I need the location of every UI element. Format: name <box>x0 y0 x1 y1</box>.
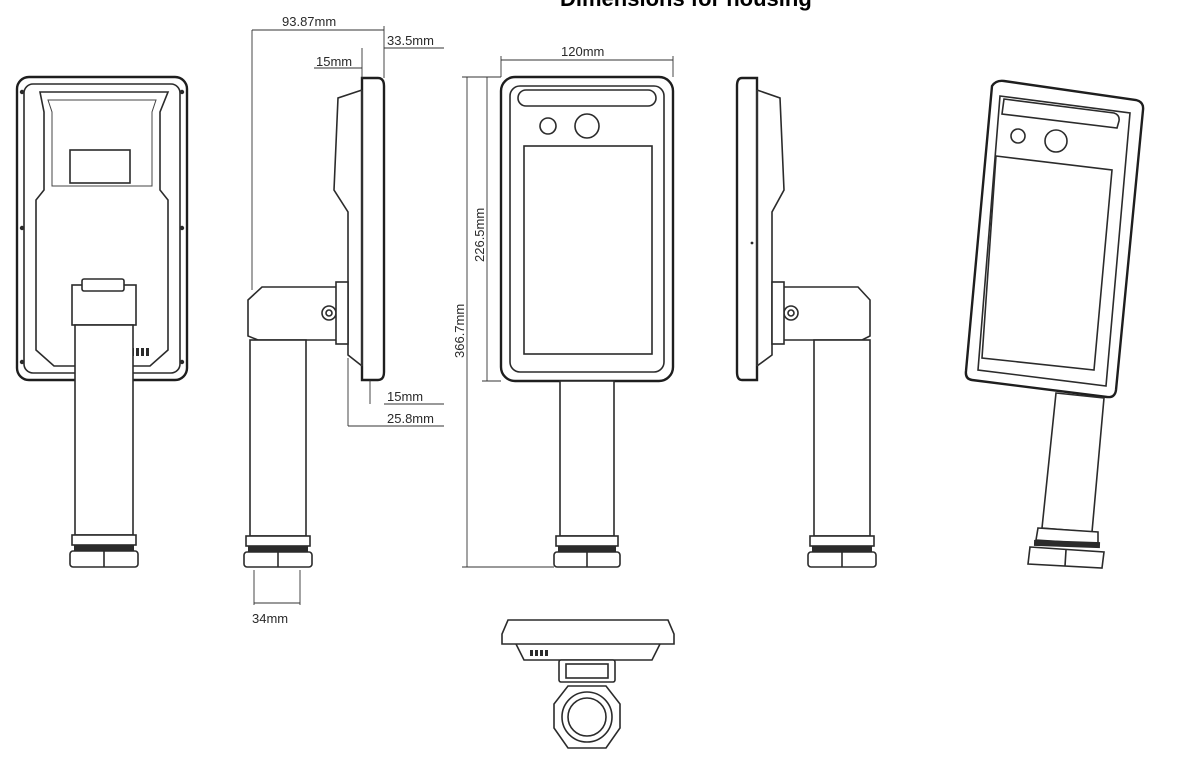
perspective-view <box>964 79 1145 569</box>
side-view-right <box>735 76 877 568</box>
bottom-vent-grille <box>530 650 548 656</box>
side-view-left: 93.87mm 33.5mm 15mm 15mm 25.8mm 34mm <box>243 14 444 626</box>
dim-pole-diameter: 34mm <box>252 611 288 626</box>
dim-side-top-offset: 15mm <box>316 54 352 69</box>
dim-total-height: 366.7mm <box>452 304 467 358</box>
dim-panel-height: 226.5mm <box>472 208 487 262</box>
dim-front-width: 120mm <box>561 44 604 59</box>
diagram-title: Dimensions for housing <box>560 0 900 12</box>
bottom-view <box>501 619 675 749</box>
dim-side-bottom-depth: 25.8mm <box>387 411 434 426</box>
dim-side-depth-total: 93.87mm <box>282 14 336 29</box>
dim-side-bottom-offset: 15mm <box>387 389 423 404</box>
dim-side-depth-panel: 33.5mm <box>387 33 434 48</box>
rear-view <box>15 75 189 568</box>
front-view: 120mm 226.5mm 366.7mm <box>452 44 675 568</box>
